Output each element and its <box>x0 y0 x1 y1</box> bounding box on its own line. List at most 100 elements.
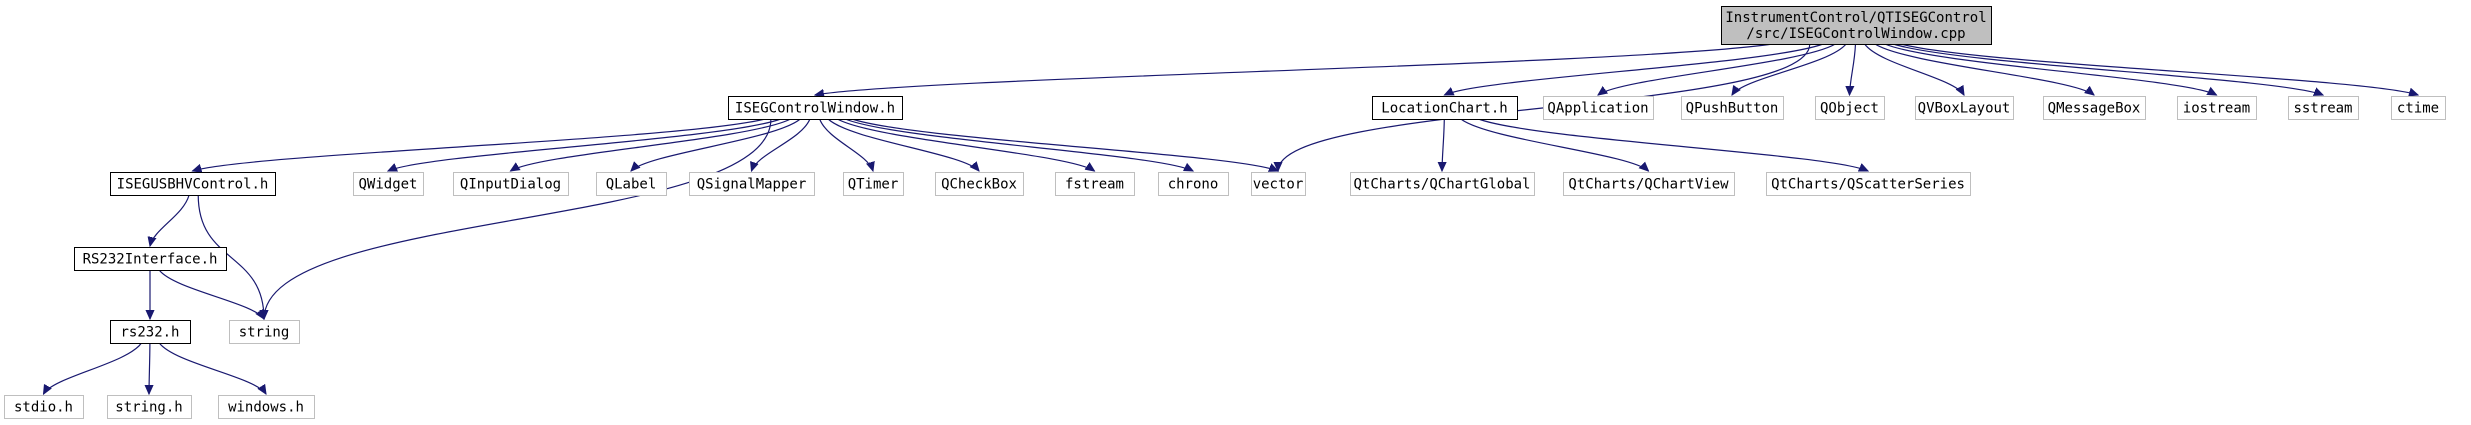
node-box-fstream <box>1055 172 1135 196</box>
nodes-layer: InstrumentControl/QTISEGControl/src/ISEG… <box>4 6 2446 419</box>
node-box-isegusb <box>110 172 276 196</box>
node-box-stringh <box>107 395 192 419</box>
node-qscatterseries: QtCharts/QScatterSeries <box>1766 172 1971 196</box>
node-qmessagebox: QMessageBox <box>2043 96 2146 120</box>
node-vector: vector <box>1251 172 1306 196</box>
edge-locchart-to-qchartglobal <box>1442 118 1444 171</box>
node-qchartview: QtCharts/QChartView <box>1563 172 1735 196</box>
node-label-sstream: sstream <box>2293 101 2352 117</box>
edge-rs232-to-stdio <box>44 342 142 394</box>
node-qsignalmapper: QSignalMapper <box>689 172 815 196</box>
node-qcheckbox: QCheckBox <box>935 172 1024 196</box>
node-box-qinputdialog <box>453 172 569 196</box>
edge-root-to-qobject <box>1850 43 1857 95</box>
node-box-vector <box>1251 172 1306 196</box>
edge-isegcw-to-isegusb <box>193 118 766 171</box>
node-label-fstream: fstream <box>1065 177 1124 193</box>
node-label-root-line1: InstrumentControl/QTISEGControl <box>1725 10 1986 26</box>
edge-isegcw-to-chrono <box>845 118 1193 171</box>
node-box-windows <box>218 395 315 419</box>
edge-isegcw-to-qwidget <box>388 118 782 172</box>
node-box-stdio <box>4 395 84 419</box>
node-label-chrono: chrono <box>1168 177 1219 193</box>
edge-isegcw-to-qlabel <box>631 118 801 171</box>
edge-root-to-ctime <box>1900 43 2418 95</box>
edges-layer <box>44 43 2419 394</box>
edge-locchart-to-qscatterseries <box>1478 118 1868 172</box>
node-box-ctime <box>2391 96 2446 120</box>
node-box-qchartview <box>1563 172 1735 196</box>
node-label-isegusb: ISEGUSBHVControl.h <box>117 177 269 193</box>
node-label-stdio: stdio.h <box>14 400 73 416</box>
node-iostream: iostream <box>2177 96 2257 120</box>
edge-root-to-qvboxlayout <box>1864 43 1964 95</box>
node-box-qmessagebox <box>2043 96 2146 120</box>
node-isegusb[interactable]: ISEGUSBHVControl.h <box>110 172 276 196</box>
node-label-qmessagebox: QMessageBox <box>2048 101 2141 117</box>
edge-root-to-sstream <box>1893 43 2323 95</box>
edge-root-to-iostream <box>1884 43 2217 95</box>
edge-isegcw-to-fstream <box>837 118 1094 171</box>
node-label-isegcw: ISEGControlWindow.h <box>735 101 895 117</box>
node-label-iostream: iostream <box>2183 101 2250 117</box>
node-box-iostream <box>2177 96 2257 120</box>
node-sstream: sstream <box>2288 96 2359 120</box>
node-label-qchartglobal: QtCharts/QChartGlobal <box>1353 177 1530 193</box>
node-box-qchartglobal <box>1350 172 1535 196</box>
node-qchartglobal: QtCharts/QChartGlobal <box>1350 172 1535 196</box>
node-string: string <box>229 320 300 344</box>
node-stdio: stdio.h <box>4 395 84 419</box>
node-stringh: string.h <box>107 395 192 419</box>
node-label-qpushbutton: QPushButton <box>1686 101 1779 117</box>
node-label-string: string <box>239 325 290 341</box>
node-label-qcheckbox: QCheckBox <box>941 177 1017 193</box>
edge-root-to-qpushbutton <box>1732 43 1847 95</box>
node-label-windows: windows.h <box>228 400 304 416</box>
node-label-qobject: QObject <box>1820 101 1879 117</box>
edge-isegcw-to-qinputdialog <box>511 118 791 171</box>
edge-isegcw-to-qtimer <box>819 118 873 171</box>
node-isegcw[interactable]: ISEGControlWindow.h <box>728 96 903 120</box>
edge-isegusb-to-rs232iface <box>150 194 190 246</box>
node-label-qvboxlayout: QVBoxLayout <box>1918 101 2011 117</box>
node-fstream: fstream <box>1055 172 1135 196</box>
edge-isegcw-to-string <box>264 118 772 319</box>
node-qobject: QObject <box>1815 96 1885 120</box>
node-rs232iface[interactable]: RS232Interface.h <box>74 247 227 271</box>
node-box-qcheckbox <box>935 172 1024 196</box>
node-box-string <box>229 320 300 344</box>
node-root[interactable]: InstrumentControl/QTISEGControl/src/ISEG… <box>1721 6 1992 45</box>
node-box-qsignalmapper <box>689 172 815 196</box>
edge-isegcw-to-qsignalmapper <box>752 118 811 171</box>
node-qvboxlayout: QVBoxLayout <box>1915 96 2014 120</box>
node-box-root <box>1721 6 1992 45</box>
node-ctime: ctime <box>2391 96 2446 120</box>
node-qwidget: QWidget <box>353 172 424 196</box>
edge-root-to-qapplication <box>1598 43 1836 95</box>
node-box-qtimer <box>843 172 904 196</box>
node-locchart[interactable]: LocationChart.h <box>1372 96 1518 120</box>
edge-isegusb-to-string <box>197 194 264 319</box>
node-box-qpushbutton <box>1681 96 1784 120</box>
node-qpushbutton: QPushButton <box>1681 96 1784 120</box>
node-windows: windows.h <box>218 395 315 419</box>
node-rs232[interactable]: rs232.h <box>110 320 191 344</box>
node-label-rs232iface: RS232Interface.h <box>83 252 218 268</box>
node-box-qscatterseries <box>1766 172 1971 196</box>
node-box-qlabel <box>596 172 667 196</box>
node-label-root-line2: /src/ISEGControlWindow.cpp <box>1746 26 1965 42</box>
edge-root-to-isegcw <box>815 43 1773 95</box>
node-label-qwidget: QWidget <box>358 177 417 193</box>
edge-rs232iface-to-string <box>158 269 264 319</box>
node-label-stringh: string.h <box>115 400 182 416</box>
node-label-qlabel: QLabel <box>606 177 657 193</box>
node-qtimer: QTimer <box>843 172 904 196</box>
node-label-rs232: rs232.h <box>120 325 179 341</box>
node-label-qsignalmapper: QSignalMapper <box>697 177 807 193</box>
node-box-qapplication <box>1543 96 1654 120</box>
node-chrono: chrono <box>1158 172 1229 196</box>
node-qlabel: QLabel <box>596 172 667 196</box>
node-box-chrono <box>1158 172 1229 196</box>
edge-rs232-to-stringh <box>149 342 150 394</box>
